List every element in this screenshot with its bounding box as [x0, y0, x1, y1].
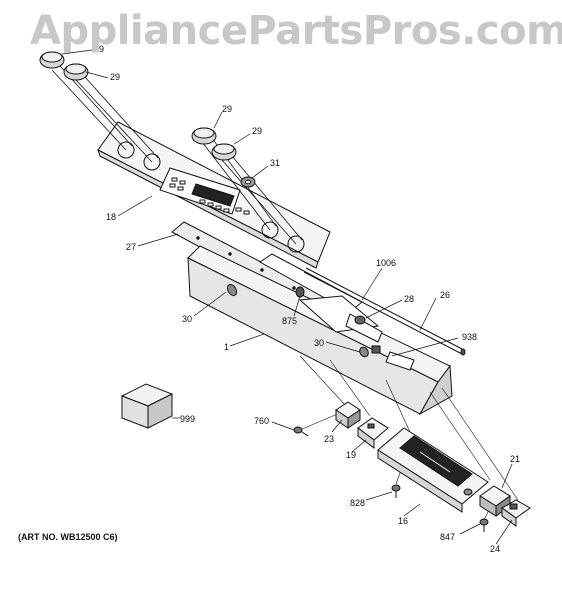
callout-999: 999: [180, 414, 195, 424]
callout-23: 23: [324, 434, 334, 444]
switch-part-23[interactable]: [335, 401, 361, 429]
knob-part-29-a[interactable]: [39, 51, 65, 69]
rod-part-26[interactable]: [303, 267, 466, 356]
box-part-999[interactable]: [120, 383, 174, 429]
art-number-note: (ART NO. WB12500 C6): [18, 532, 118, 542]
callout-875: 875: [282, 316, 297, 326]
washer-part-31[interactable]: [240, 176, 256, 188]
callout-30-a: 30: [182, 314, 192, 324]
callout-828: 828: [350, 498, 365, 508]
callout-leaders: [61, 49, 513, 545]
knob-part-29-b[interactable]: [63, 63, 89, 81]
callout-31: 31: [270, 158, 280, 168]
callout-29-a: 29: [94, 44, 104, 54]
bracket-part-19[interactable]: [357, 417, 389, 449]
knob-part-29-c[interactable]: [191, 127, 217, 145]
callout-29-d: 29: [252, 126, 262, 136]
callout-1006: 1006: [376, 258, 396, 268]
callout-30-b: 30: [314, 338, 324, 348]
callout-28: 28: [404, 294, 414, 304]
control-board-part-16[interactable]: [377, 427, 489, 513]
callout-26: 26: [440, 290, 450, 300]
callout-29-b: 29: [110, 72, 120, 82]
frame-part-1[interactable]: [187, 245, 453, 416]
screw-part-828[interactable]: [391, 484, 401, 498]
callout-29-c: 29: [222, 104, 232, 114]
callout-16: 16: [398, 516, 408, 526]
switch-part-24[interactable]: [501, 499, 531, 527]
screw-part-760[interactable]: [293, 426, 309, 437]
knob-leader-lines: [51, 65, 303, 245]
callout-760: 760: [254, 416, 269, 426]
watermark-text: AppliancePartsPros.com: [30, 8, 562, 54]
callout-21: 21: [510, 454, 520, 464]
callout-18: 18: [106, 212, 116, 222]
callout-847: 847: [440, 532, 455, 542]
callout-19: 19: [346, 450, 356, 460]
callout-27: 27: [126, 242, 136, 252]
callout-24: 24: [490, 544, 500, 554]
switch-part-21[interactable]: [479, 485, 511, 517]
callout-938: 938: [462, 332, 477, 342]
control-panel-part-18[interactable]: [97, 121, 331, 269]
assembly-leader-lines: [299, 355, 519, 521]
knob-part-29-d[interactable]: [211, 143, 237, 161]
callout-1: 1: [224, 342, 229, 352]
callout-labels: 29 29 29 29 31 18 27 1006 28 26 30 875 9…: [94, 44, 520, 554]
screw-part-847[interactable]: [479, 518, 489, 532]
